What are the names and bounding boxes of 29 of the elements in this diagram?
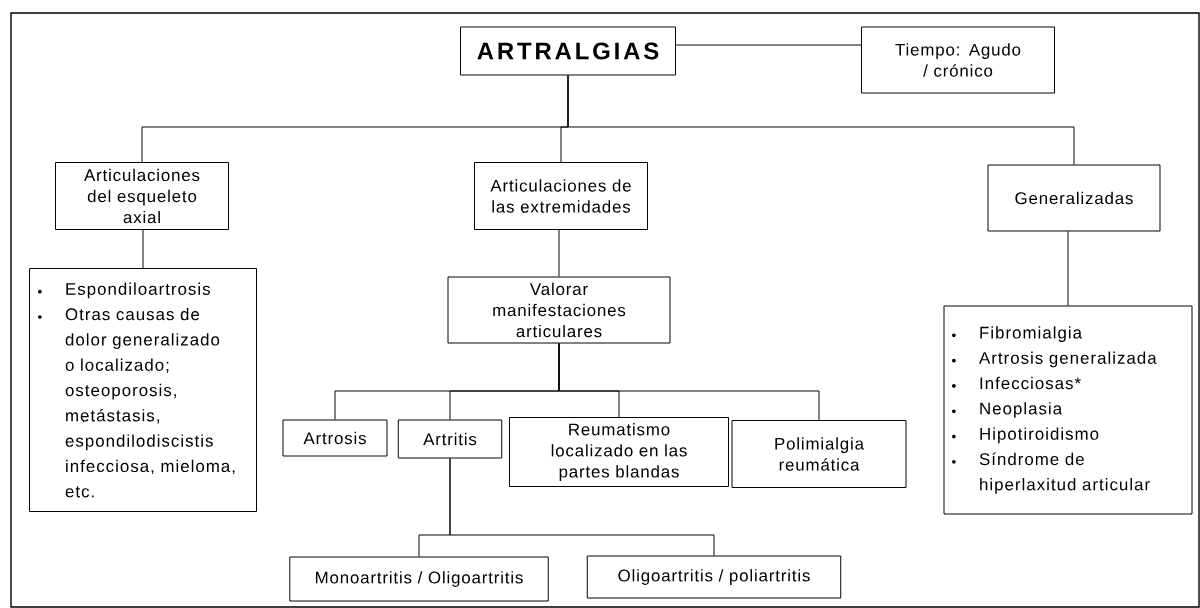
process-box: Generalizadas — [987, 164, 1161, 232]
process-box: Tiempo: Agudo / crónico — [861, 26, 1055, 94]
connector-line — [558, 229, 560, 277]
list-item: Artrosis generalizada — [952, 351, 1157, 368]
list-box — [29, 268, 257, 512]
process-box: Artrosis — [282, 419, 388, 457]
process-box: Monoartritis / Oligoartritis — [289, 556, 549, 602]
list-box — [943, 305, 1193, 515]
connector-line — [449, 458, 715, 556]
process-box: Oligoartritis / poliartritis — [586, 555, 842, 599]
list-item: Hipotiroidismo — [952, 427, 1099, 444]
connector-line — [142, 229, 144, 269]
list-item: Neoplasia — [952, 402, 1063, 418]
process-box: Articulaciones de las extremidades — [474, 162, 648, 230]
connector-line — [567, 75, 1075, 165]
connector-line — [675, 44, 862, 46]
connector-line — [558, 343, 820, 421]
process-box: Polimialgia reumática — [731, 420, 907, 488]
connector-line — [1067, 231, 1069, 306]
list-item: Espondiloartrosis — [38, 282, 210, 299]
process-box: Articulaciones del esqueleto axial — [55, 162, 229, 230]
list-item: Fibromialgia — [952, 326, 1082, 342]
list-item: Otras causas de dolor generalizado o localizado; osteoporosis, metástasis, espondilodiscistis infecciosa, mieloma, etc. — [38, 307, 235, 498]
list-item: Infecciosas* — [952, 376, 1081, 390]
process-box: Valorar manifestaciones articulares — [447, 276, 671, 344]
list-item: Síndrome de hiperlaxitud articular — [952, 452, 1150, 494]
process-box: Reumatismo localizado en las partes blandas — [509, 417, 729, 487]
title-box: ARTRALGIAS — [460, 26, 676, 76]
process-box: Artritis — [397, 419, 503, 459]
